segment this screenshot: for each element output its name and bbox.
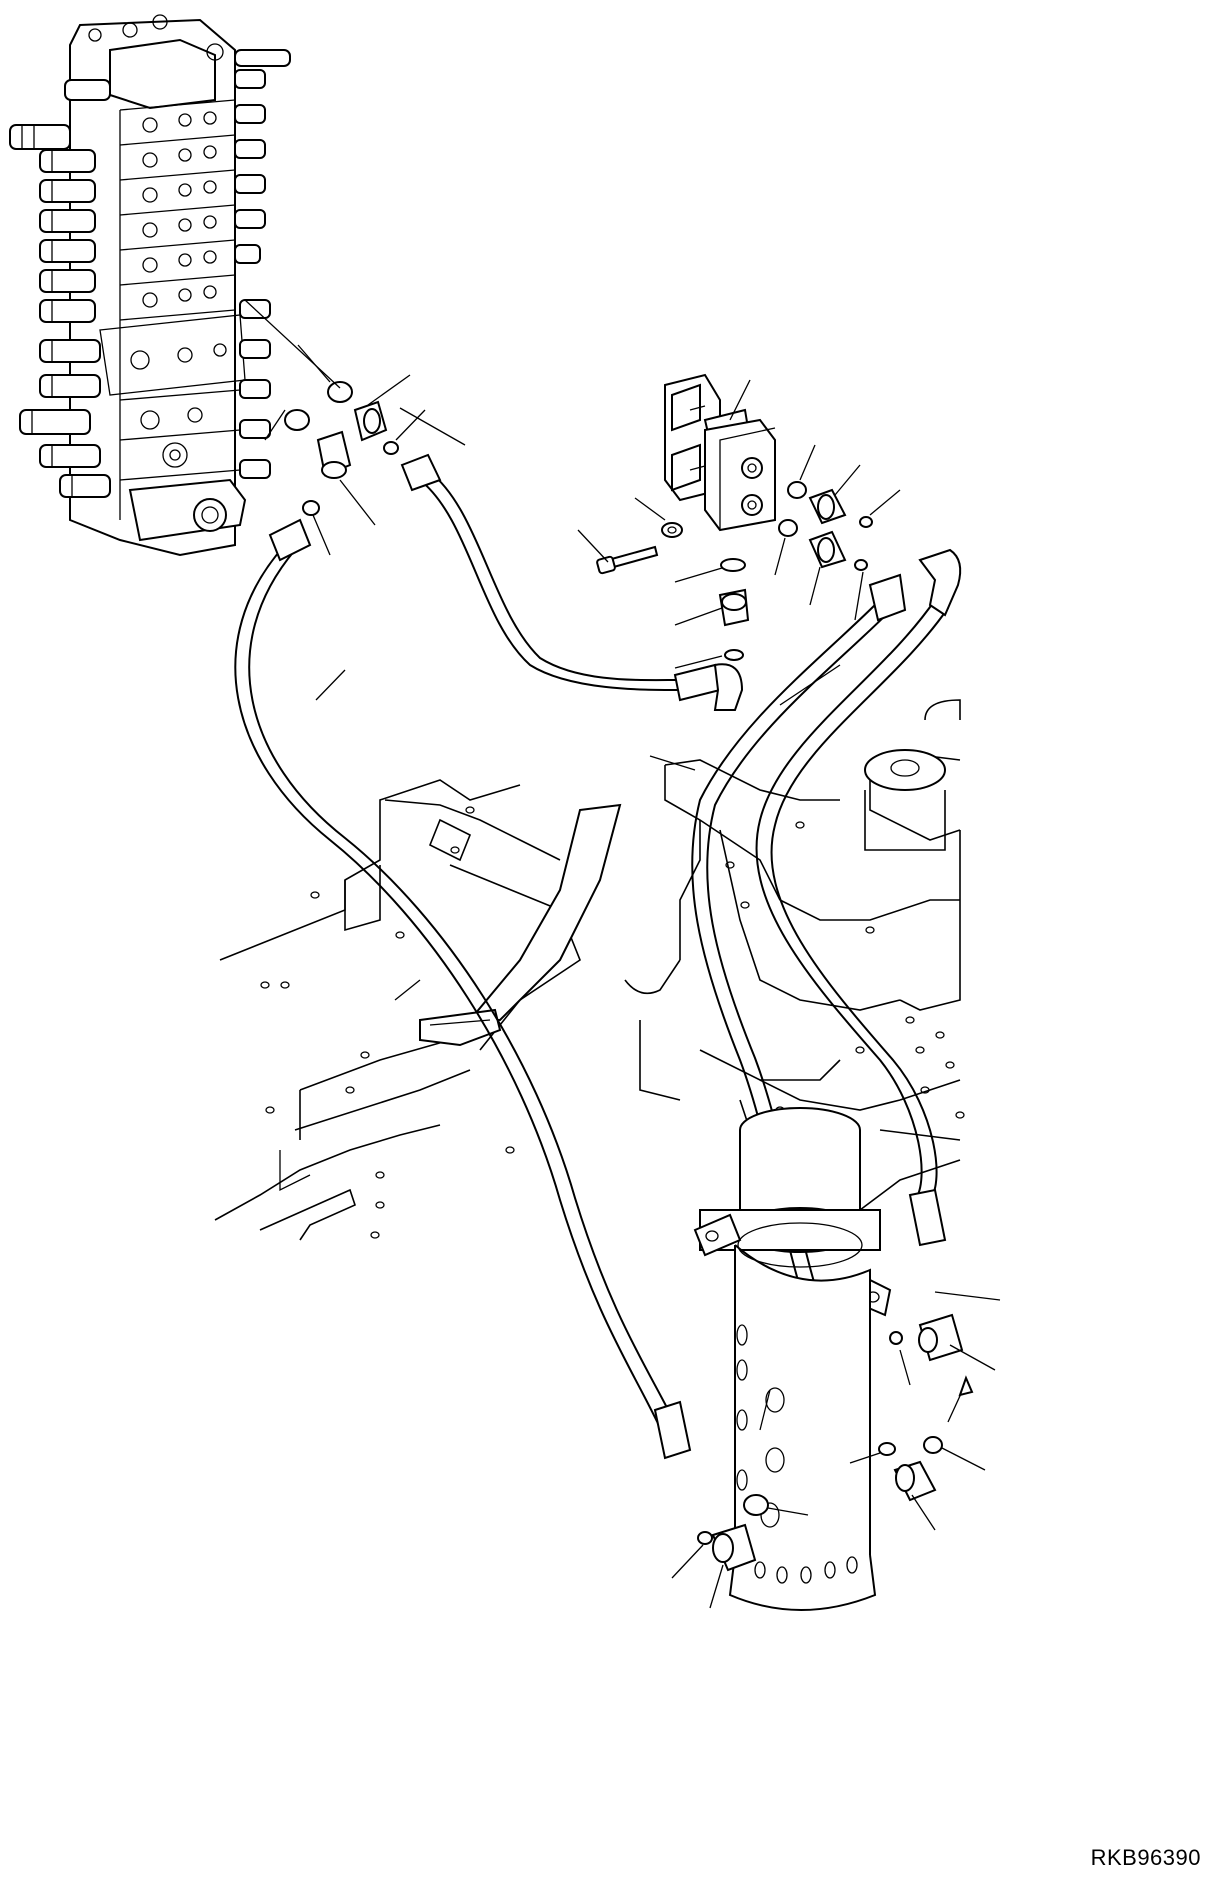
hose-clamp xyxy=(420,805,620,1045)
revolving-frame xyxy=(215,700,964,1240)
bolt xyxy=(608,547,657,568)
o-ring-14 xyxy=(924,1437,942,1453)
washer xyxy=(662,523,682,537)
o-ring-10 xyxy=(725,650,743,660)
swivel-ports xyxy=(737,1325,857,1583)
o-ring-6 xyxy=(779,520,797,536)
o-ring-1 xyxy=(328,382,352,402)
o-ring-2 xyxy=(285,410,309,430)
o-ring-8 xyxy=(855,560,867,570)
o-ring-15 xyxy=(890,1332,902,1344)
valve-left-fittings xyxy=(10,80,110,497)
swivel-joint xyxy=(672,1108,1000,1610)
solenoid-valve xyxy=(578,375,900,668)
control-valve-fittings xyxy=(245,300,465,555)
o-ring-12 xyxy=(744,1495,768,1515)
o-ring-3 xyxy=(384,442,398,454)
o-ring-5 xyxy=(788,482,806,498)
drawing-reference-code: RKB96390 xyxy=(1090,1845,1201,1870)
hoses xyxy=(235,455,960,1458)
control-valve xyxy=(10,15,290,555)
valve-right-fittings xyxy=(235,50,290,478)
o-ring-13 xyxy=(879,1443,895,1455)
o-ring-9 xyxy=(721,559,745,571)
o-ring-11 xyxy=(698,1532,712,1544)
o-ring-7 xyxy=(860,517,872,527)
o-ring-4 xyxy=(303,501,319,515)
